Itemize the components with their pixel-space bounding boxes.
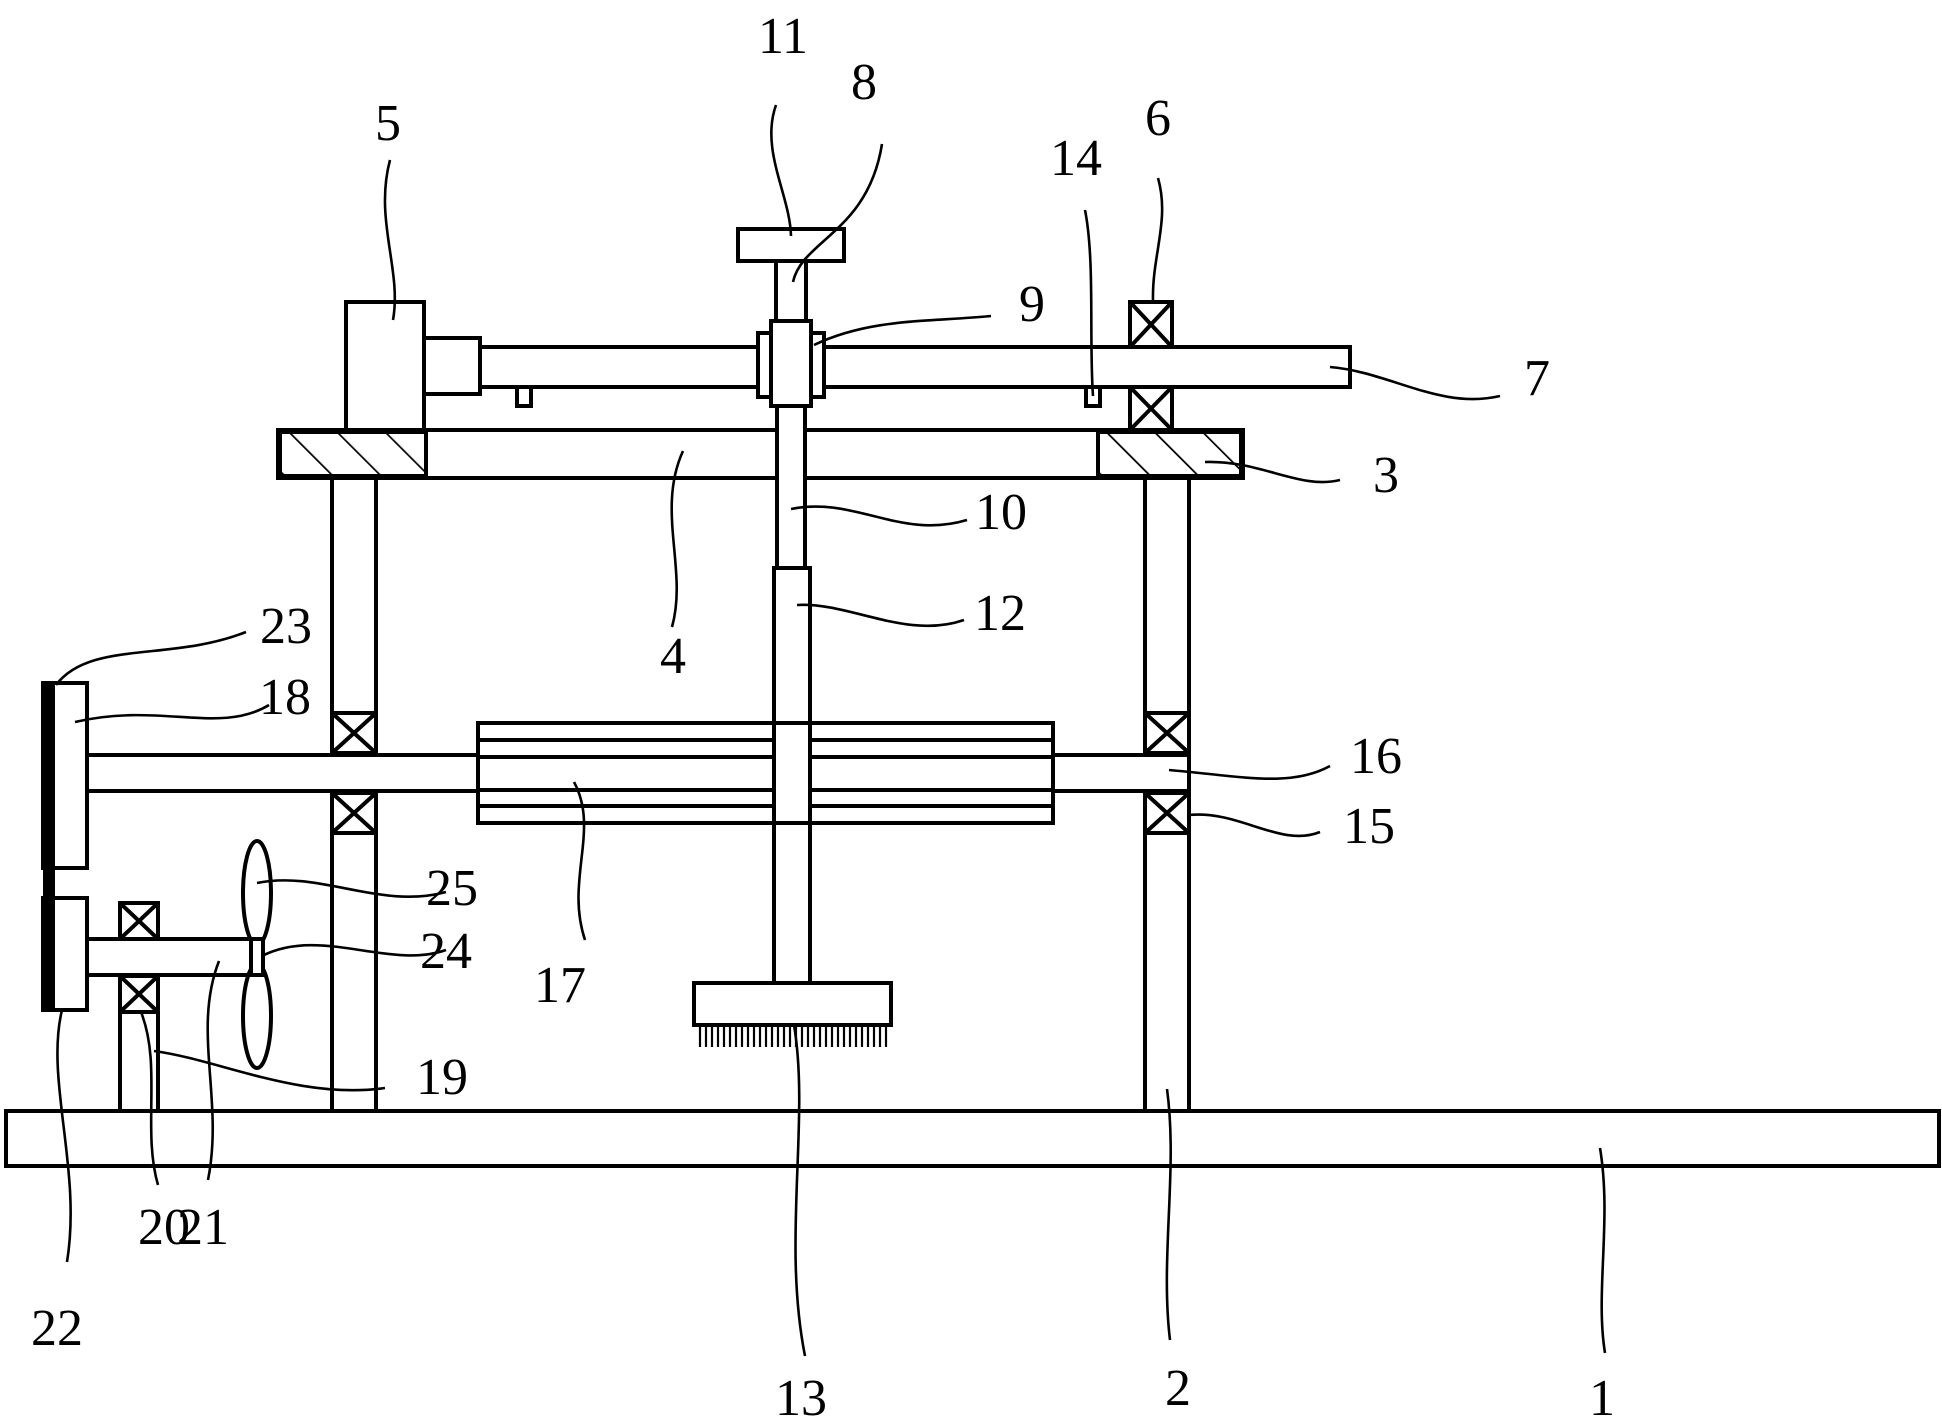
label-13: 13	[775, 1370, 827, 1420]
fan-shaft	[82, 937, 261, 977]
sleeve-front	[772, 721, 812, 825]
label-22: 22	[31, 1300, 83, 1357]
label-21: 21	[177, 1199, 229, 1256]
base-plate	[4, 1109, 1941, 1168]
vertical-rod	[775, 404, 807, 570]
label-11: 11	[758, 8, 808, 65]
brush-bristles	[698, 1025, 888, 1047]
top-plate	[276, 428, 1245, 480]
guide-rod	[774, 259, 808, 323]
screw-rod	[478, 345, 1352, 389]
nut-flange-right	[809, 331, 826, 399]
fan-hub	[249, 937, 265, 977]
nut-flange-left	[756, 331, 773, 399]
label-14: 14	[1050, 130, 1102, 187]
label-8: 8	[851, 54, 877, 111]
label-2: 2	[1165, 1360, 1191, 1417]
fan-blade-lower	[241, 962, 273, 1070]
label-6: 6	[1145, 90, 1171, 147]
label-19: 19	[416, 1049, 468, 1106]
label-16: 16	[1350, 728, 1402, 785]
label-10: 10	[975, 484, 1027, 541]
label-1: 1	[1589, 1370, 1615, 1420]
label-17: 17	[534, 957, 586, 1014]
label-24: 24	[420, 923, 472, 980]
hatched-seat-left	[278, 430, 428, 478]
nut	[769, 319, 813, 408]
motor-body	[344, 300, 426, 432]
motor-coupling	[422, 336, 482, 396]
label-25: 25	[426, 860, 478, 917]
label-18: 18	[259, 669, 311, 726]
limit-block-left	[515, 385, 533, 408]
label-9: 9	[1019, 276, 1045, 333]
label-23: 23	[260, 598, 312, 655]
belt	[43, 683, 55, 1010]
label-3: 3	[1373, 447, 1399, 504]
label-7: 7	[1524, 350, 1550, 407]
brush-head	[692, 981, 893, 1027]
label-20: 20	[138, 1199, 190, 1256]
fan-blade-upper	[241, 839, 273, 947]
label-12: 12	[974, 585, 1026, 642]
hatched-seat-right	[1096, 430, 1243, 478]
label-15: 15	[1343, 798, 1395, 855]
label-4: 4	[660, 628, 686, 685]
label-5: 5	[375, 95, 401, 152]
